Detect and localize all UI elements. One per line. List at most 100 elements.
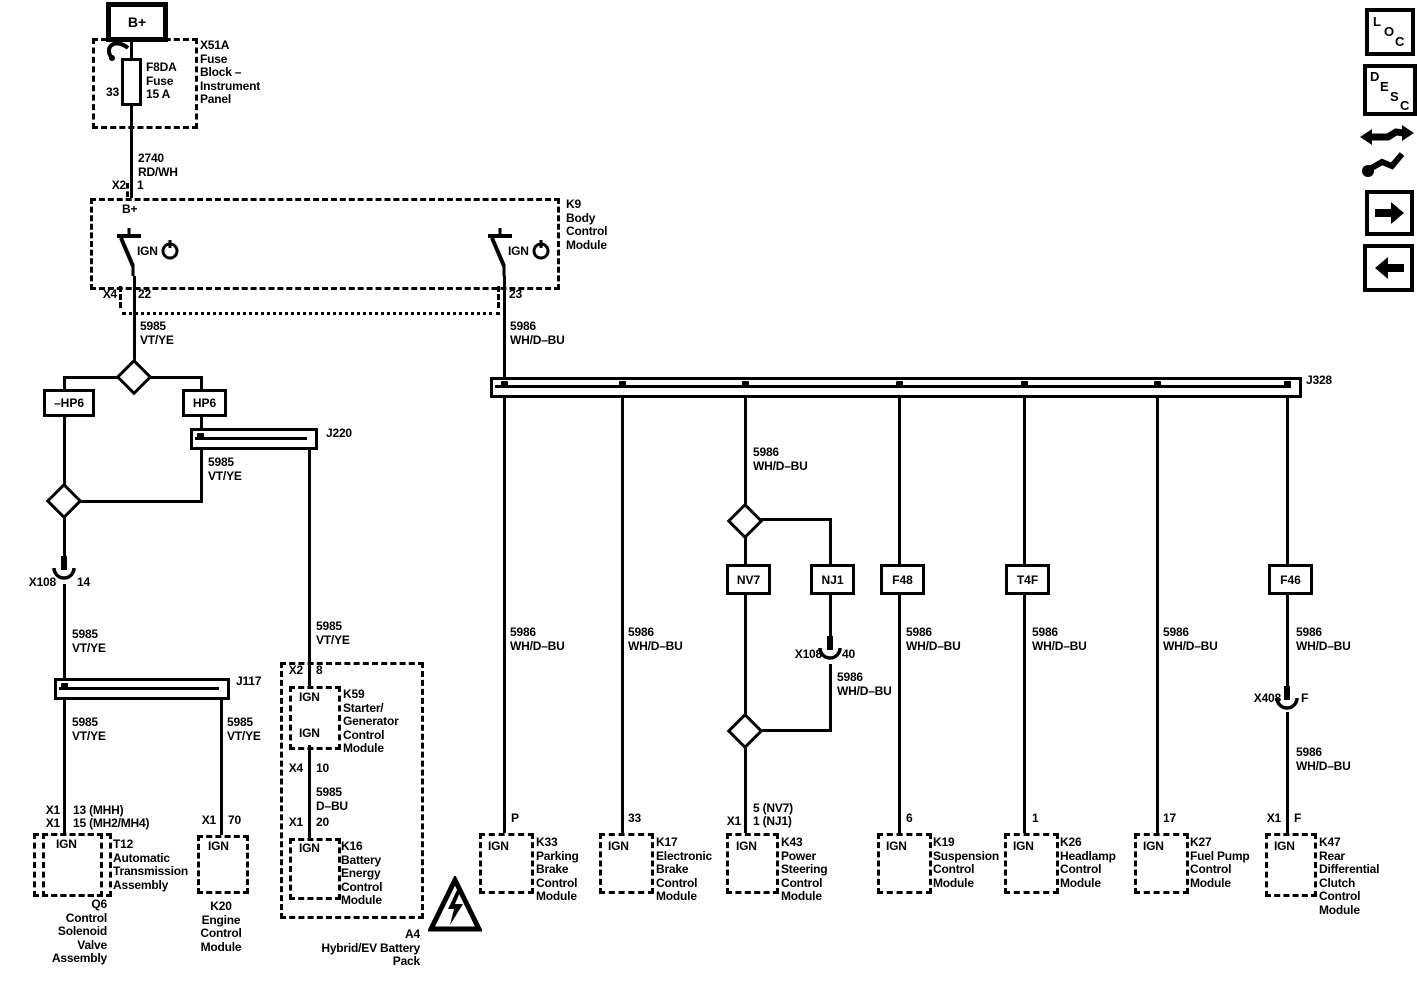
wire-segment: [63, 376, 124, 379]
pin-23: 23: [509, 287, 522, 301]
harness-code-t4f: T4F: [1005, 564, 1050, 595]
ign-k16: IGN: [299, 841, 320, 855]
fuse-clip-icon: [107, 41, 130, 61]
k33-module-label: K33 Parking Brake Control Module: [536, 835, 579, 903]
harness-code-nj1: NJ1: [810, 564, 855, 595]
splice-diamond: [115, 358, 153, 396]
ign-k19: IGN: [886, 839, 907, 853]
desc-letter: D: [1370, 69, 1380, 84]
k59-ign-bottom: IGN: [299, 726, 320, 740]
q6-assembly-box: [42, 833, 103, 897]
j220-junction-bar-inner: [195, 437, 307, 440]
k17-module-label: K17 Electronic Brake Control Module: [656, 835, 713, 903]
desc-letter: C: [1400, 98, 1410, 113]
wire-label-5986-c5: 5986 WH/D–BU: [1032, 625, 1087, 653]
k19-module-box: [877, 833, 932, 894]
wire-segment: [1023, 398, 1026, 565]
wire-label-5986-c7b: 5986 WH/D–BU: [1296, 745, 1351, 773]
pin-f-x408: F: [1301, 691, 1309, 705]
inline-connector-icon-x108-left: [52, 556, 76, 580]
connector-dash-tick: [126, 183, 129, 197]
pin-14: 14: [77, 575, 90, 589]
forward-arrow-icon: [1375, 202, 1404, 224]
wire-segment: [63, 584, 66, 678]
k27-module-box: [1134, 833, 1189, 894]
pin-x4-bcm: X4: [102, 287, 117, 301]
connector-dash-tick: [119, 286, 122, 308]
pin-x1-k16: X1: [288, 815, 303, 829]
junction-dot: [501, 381, 508, 388]
pin-22: 22: [138, 287, 151, 301]
wire-label-5986-nj1: 5986 WH/D–BU: [837, 670, 892, 698]
wire-label-5986-c1: 5986 WH/D–BU: [510, 625, 565, 653]
ign-k27: IGN: [1143, 839, 1164, 853]
wire-label-5986-c2: 5986 WH/D–BU: [628, 625, 683, 653]
k59-module-label: K59 Starter/ Generator Control Module: [343, 687, 399, 755]
wire-segment: [1023, 590, 1026, 833]
fuse-body-symbol: [121, 58, 142, 106]
junction-dot: [619, 381, 626, 388]
k27-module-label: K27 Fuel Pump Control Module: [1190, 835, 1250, 890]
pin-8: 8: [316, 663, 323, 677]
forward-button[interactable]: [1365, 190, 1414, 236]
high-voltage-warning-icon: [428, 876, 482, 932]
pin-x1-t12-row1: X1: [45, 803, 60, 817]
splice-diamond: [45, 482, 83, 520]
pin-20: 20: [316, 815, 329, 829]
pin-x108-mid: X108: [794, 647, 822, 661]
harness-routing-icon[interactable]: [1358, 120, 1416, 182]
desc-button[interactable]: D E S C: [1363, 64, 1417, 116]
wire-segment: [1156, 398, 1159, 833]
harness-code-hp6: HP6: [182, 389, 227, 417]
pin-33-k17: 33: [628, 811, 641, 825]
back-arrow-icon: [1375, 257, 1404, 279]
pin-x1-k20: X1: [201, 813, 216, 827]
junction-dot: [742, 381, 749, 388]
fuse-label: F8DA Fuse 15 A: [146, 60, 177, 101]
pin-x1-t12-row2: X1: [45, 816, 60, 830]
wire-label-5986-c6: 5986 WH/D–BU: [1163, 625, 1218, 653]
wire-segment: [133, 276, 136, 366]
j220-label: J220: [326, 426, 352, 440]
desc-letter: E: [1380, 79, 1389, 94]
splice-diamond: [726, 502, 764, 540]
junction-dot: [1284, 381, 1291, 388]
wire-segment: [130, 30, 133, 62]
pin-x108-left: X108: [28, 575, 56, 589]
loc-button[interactable]: L O C: [1365, 8, 1415, 56]
ign-k47: IGN: [1274, 839, 1295, 853]
pin-x2-k59: X2: [288, 663, 303, 677]
pin-1-nj1: 1 (NJ1): [753, 814, 792, 828]
back-button[interactable]: [1363, 244, 1414, 292]
loc-letter: C: [1395, 34, 1405, 49]
pin-17: 17: [1163, 811, 1176, 825]
wire-segment: [308, 450, 311, 687]
k9-bplus-label: B+: [122, 202, 138, 216]
wire-segment: [758, 518, 832, 521]
pin-p: P: [511, 811, 519, 825]
wire-segment: [1286, 398, 1289, 565]
power-icon: [161, 240, 179, 260]
ign-k43: IGN: [736, 839, 757, 853]
junction-dot: [1154, 381, 1161, 388]
ignition-switch-icon: [488, 228, 512, 276]
j328-label: J328: [1306, 373, 1332, 387]
k43-module-label: K43 Power Steering Control Module: [781, 835, 828, 903]
junction-dot: [197, 433, 204, 440]
wire-segment: [200, 450, 203, 502]
wire-segment: [77, 500, 203, 503]
wire-segment: [744, 534, 747, 565]
wire-label-5985-dbu: 5985 D–BU: [316, 785, 348, 813]
pin-x408: X408: [1253, 691, 1281, 705]
j117-junction-bar-inner: [59, 687, 219, 690]
wire-segment: [503, 276, 506, 378]
wire-segment: [200, 411, 203, 428]
wire-segment: [63, 379, 66, 391]
wire-segment: [145, 376, 203, 379]
k47-module-box: [1265, 833, 1317, 897]
ign-k33: IGN: [488, 839, 509, 853]
ign-k26: IGN: [1013, 839, 1034, 853]
wire-label-5986-c7a: 5986 WH/D–BU: [1296, 625, 1351, 653]
wire-label-2740: 2740 RD/WH: [138, 151, 178, 179]
power-icon: [532, 240, 550, 260]
